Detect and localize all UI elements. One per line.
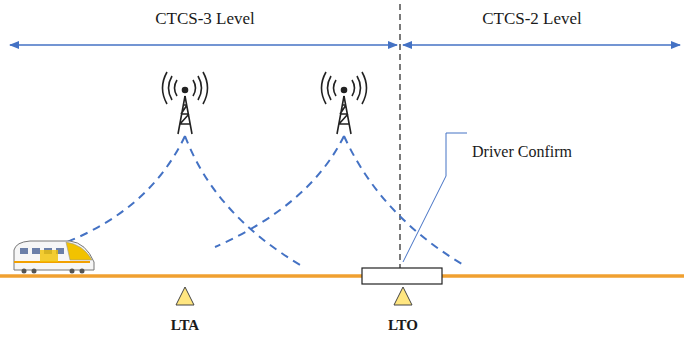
track — [0, 274, 684, 278]
radio-tower — [163, 72, 208, 134]
level-label: CTCS-2 Level — [482, 9, 582, 29]
balise-group — [362, 268, 442, 284]
callout-text: Driver Confirm — [472, 143, 572, 161]
range-arrow — [10, 44, 397, 46]
level-label: CTCS-3 Level — [155, 9, 255, 29]
radio-coverage — [62, 136, 462, 266]
radio-tower — [322, 72, 367, 134]
balise-marker — [176, 287, 194, 305]
level-boundary — [399, 4, 400, 268]
callout-leader — [403, 133, 467, 262]
balise-marker — [394, 287, 412, 305]
balise-label: LTA — [171, 317, 199, 334]
range-arrow — [403, 44, 680, 46]
balise-label: LTO — [388, 317, 418, 334]
train — [14, 241, 94, 274]
